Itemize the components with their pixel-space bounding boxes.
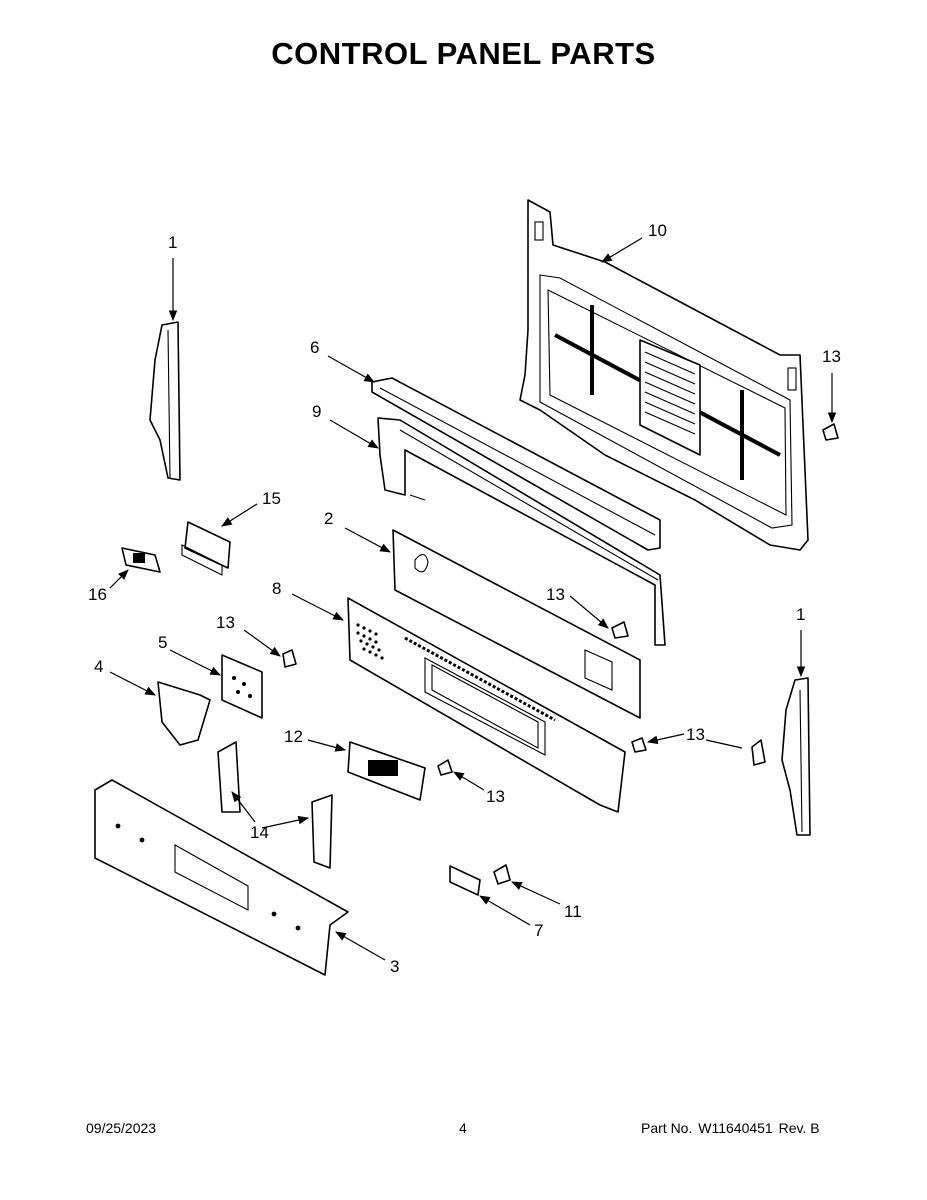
footer-part-number: W11640451 <box>698 1120 773 1136</box>
callout-6: 6 <box>310 338 319 357</box>
callout-13-a: 13 <box>822 347 841 366</box>
footer-page-number: 4 <box>459 1120 467 1136</box>
callout-3: 3 <box>390 957 399 976</box>
part-15-bracket <box>181 521 231 576</box>
part-14-brackets <box>217 741 333 869</box>
callout-2: 2 <box>324 509 333 528</box>
part-11-screw <box>493 864 511 885</box>
part-16-switch <box>121 547 161 573</box>
callout-10: 10 <box>648 221 667 240</box>
callout-12: 12 <box>284 727 303 746</box>
callout-1-right: 1 <box>796 605 805 624</box>
callout-15: 15 <box>262 489 281 508</box>
part-8-console <box>347 597 626 813</box>
footer-date: 09/25/2023 <box>86 1120 157 1136</box>
callout-9: 9 <box>312 402 321 421</box>
footer-part-label: Part No. <box>641 1120 693 1136</box>
screws-13 <box>282 423 839 776</box>
part-5-control-board <box>221 654 263 719</box>
callout-13-c: 13 <box>216 613 235 632</box>
part-2-shield <box>392 529 641 719</box>
page-title: CONTROL PANEL PARTS <box>271 36 656 71</box>
part-4-housing <box>157 681 211 746</box>
callout-13-d: 13 <box>686 725 705 744</box>
callout-labels: 1 10 13 6 9 15 2 16 13 8 13 5 4 1 13 12 … <box>88 221 841 976</box>
callout-5: 5 <box>158 633 167 652</box>
part-7-clip <box>449 865 481 896</box>
footer-revision: Rev. B <box>778 1120 820 1136</box>
leader-lines <box>109 237 837 961</box>
part-6-top-trim <box>371 377 661 551</box>
part-1-left-bracket <box>149 321 181 481</box>
callout-1-left: 1 <box>168 233 177 252</box>
callout-8: 8 <box>272 579 281 598</box>
callout-7: 7 <box>534 921 543 940</box>
callout-13-b: 13 <box>546 585 565 604</box>
part-3-front-panel <box>94 779 349 976</box>
callout-13-e: 13 <box>486 787 505 806</box>
part-1-right-bracket <box>781 677 811 836</box>
part-12-ui-module <box>347 741 426 801</box>
part-10-rear-panel <box>519 199 809 551</box>
callout-11: 11 <box>564 902 582 921</box>
footer-part-info: Part No. W11640451 Rev. B <box>641 1120 822 1136</box>
callout-16: 16 <box>88 585 107 604</box>
callout-4: 4 <box>94 657 103 676</box>
callout-14: 14 <box>250 823 269 842</box>
part-9-support-channel <box>377 417 666 646</box>
